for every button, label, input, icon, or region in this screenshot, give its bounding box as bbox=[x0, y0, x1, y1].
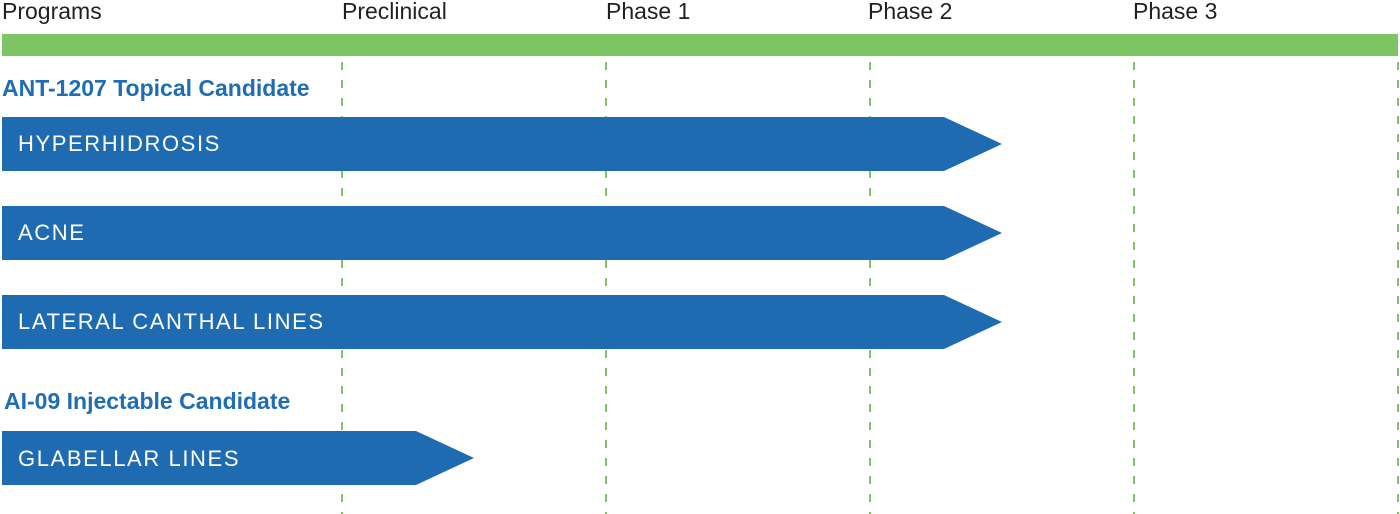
program-bar-glabellar-lines bbox=[2, 431, 474, 485]
program-bar-acne bbox=[2, 206, 1002, 260]
phase-label-preclinical: Preclinical bbox=[342, 0, 447, 24]
phase-label-phase-1: Phase 1 bbox=[606, 0, 691, 24]
bar-label-glabellar-lines: GLABELLAR LINES bbox=[18, 446, 241, 471]
programs-header-label: Programs bbox=[2, 0, 102, 24]
bar-label-hyperhidrosis: HYPERHIDROSIS bbox=[18, 131, 221, 156]
phase-header-bar bbox=[2, 34, 1398, 56]
group-label-ai-09: AI-09 Injectable Candidate bbox=[4, 388, 291, 414]
phase-label-phase-3: Phase 3 bbox=[1133, 0, 1218, 24]
phase-label-phase-2: Phase 2 bbox=[868, 0, 953, 24]
bar-label-acne: ACNE bbox=[18, 220, 86, 245]
bar-label-lateral-canthal-lines: LATERAL CANTHAL LINES bbox=[18, 309, 325, 334]
group-label-ant-1207: ANT-1207 Topical Candidate bbox=[2, 75, 310, 101]
program-bar-lateral-canthal-lines bbox=[2, 295, 1002, 349]
program-bar-hyperhidrosis bbox=[2, 117, 1002, 171]
